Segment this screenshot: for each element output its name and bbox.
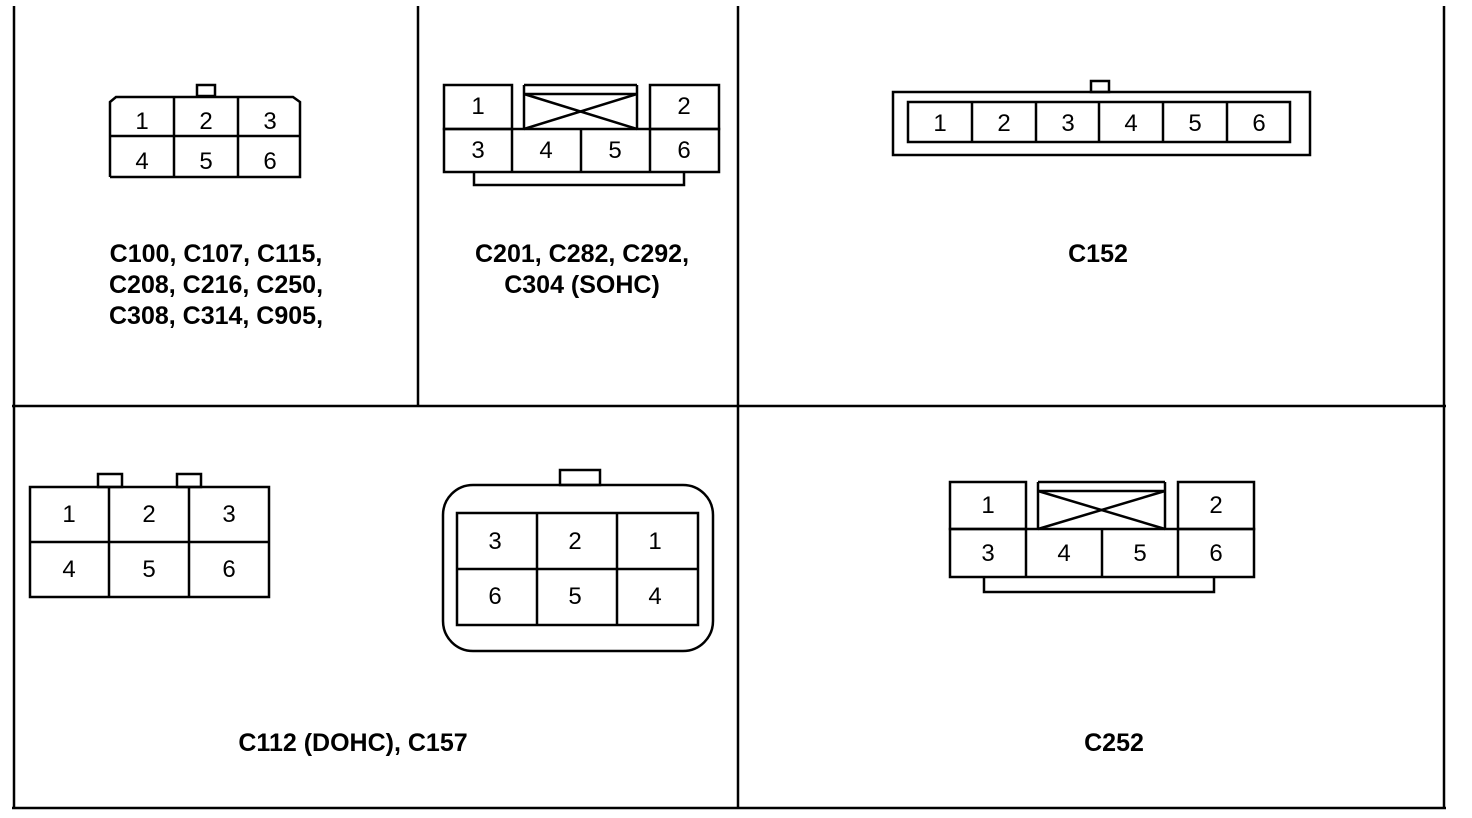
connector-caption: C304 (SOHC) xyxy=(504,271,660,299)
connector-caption: C152 xyxy=(1068,240,1128,268)
pin-label: 2 xyxy=(1209,492,1222,519)
connector-caption: C112 (DOHC), C157 xyxy=(238,729,467,757)
pin-label: 6 xyxy=(222,556,235,583)
pin-label: 6 xyxy=(1209,540,1222,567)
pin-label: 3 xyxy=(222,501,235,528)
connector-top-left: 1 2 3 4 5 6 xyxy=(108,83,302,179)
pin-label: 4 xyxy=(62,556,75,583)
grid-lines xyxy=(12,6,1446,810)
connector-caption: C100, C107, C115, xyxy=(110,240,323,268)
connector-bottom-left-b: 3 2 1 6 5 4 xyxy=(441,468,715,653)
pin-label: 2 xyxy=(677,93,690,120)
pin-label: 2 xyxy=(142,501,155,528)
pin-label: 5 xyxy=(199,148,212,175)
pin-label: 1 xyxy=(933,110,946,137)
pin-label: 3 xyxy=(488,528,501,555)
pin-label: 6 xyxy=(677,137,690,164)
pin-label: 1 xyxy=(62,501,75,528)
connector-top-middle: 1 2 3 4 5 6 xyxy=(442,83,721,187)
connector-bottom-left-a: 1 2 3 4 5 6 xyxy=(28,472,271,599)
pin-label: 1 xyxy=(135,108,148,135)
pin-label: 1 xyxy=(648,528,661,555)
connector-caption: C252 xyxy=(1084,729,1144,757)
pin-label: 5 xyxy=(568,583,581,610)
pin-label: 4 xyxy=(648,583,661,610)
pin-label: 4 xyxy=(539,137,552,164)
pin-label: 1 xyxy=(471,93,484,120)
connector-bottom-right: 1 2 3 4 5 6 xyxy=(948,480,1256,594)
connector-top-right: 1 2 3 4 5 6 xyxy=(891,79,1312,157)
pin-label: 2 xyxy=(199,108,212,135)
pin-label: 5 xyxy=(1188,110,1201,137)
pin-label: 6 xyxy=(488,583,501,610)
pin-label: 5 xyxy=(142,556,155,583)
pin-label: 4 xyxy=(1057,540,1070,567)
connector-caption: C208, C216, C250, xyxy=(109,271,323,299)
pin-label: 4 xyxy=(135,148,148,175)
pin-label: 1 xyxy=(981,492,994,519)
pin-label: 4 xyxy=(1124,110,1137,137)
pin-label: 3 xyxy=(263,108,276,135)
pin-label: 5 xyxy=(1133,540,1146,567)
pin-label: 3 xyxy=(471,137,484,164)
connector-caption: C308, C314, C905, xyxy=(109,302,323,330)
pin-label: 3 xyxy=(1061,110,1074,137)
pin-label: 5 xyxy=(608,137,621,164)
connector-caption: C201, C282, C292, xyxy=(475,240,689,268)
pin-label: 6 xyxy=(1252,110,1265,137)
pin-label: 3 xyxy=(981,540,994,567)
pin-label: 2 xyxy=(568,528,581,555)
pin-label: 2 xyxy=(997,110,1010,137)
pin-label: 6 xyxy=(263,148,276,175)
